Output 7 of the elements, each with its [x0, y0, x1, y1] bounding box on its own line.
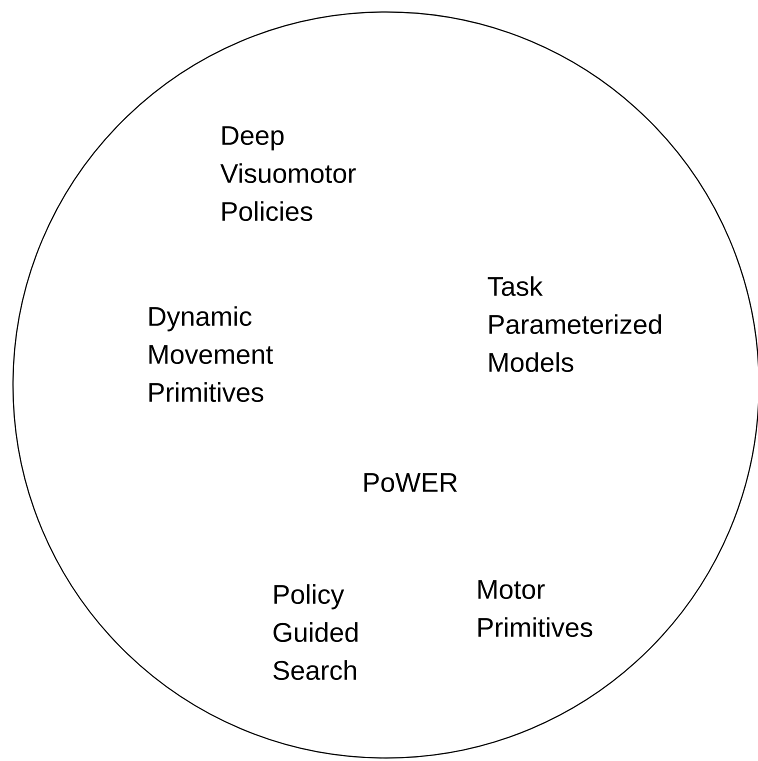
method-label: PoWER	[364, 473, 457, 492]
method-label: Policy Guided Search	[273, 584, 358, 680]
method-label: Task Parameterized Models	[488, 276, 662, 372]
method-label: Dynamic Movement Primitives	[149, 306, 274, 402]
method-label: Motor Primitives	[478, 580, 592, 638]
method-label: Deep Visuomotor Policies	[220, 126, 356, 222]
circle-region	[12, 11, 758, 759]
